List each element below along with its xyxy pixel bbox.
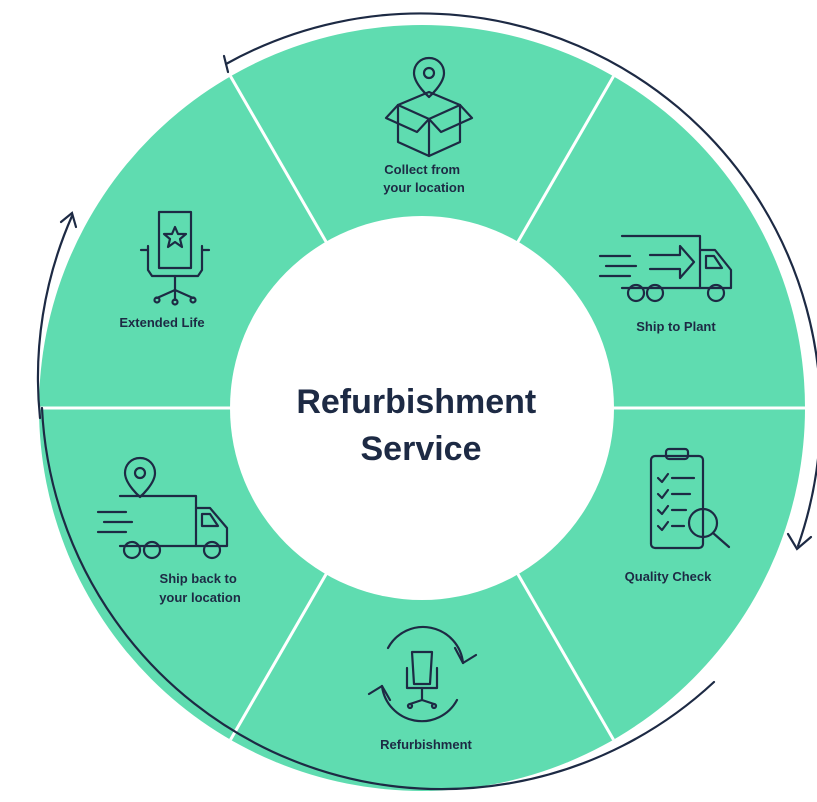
step-quality-check-label: Quality Check <box>625 569 712 584</box>
step-ship-to-plant: Ship to Plant <box>598 234 733 334</box>
svg-text:Extended Life: Extended Life <box>119 315 204 330</box>
step-ship-back-label-1: Ship back to <box>160 571 237 586</box>
refurbish-chair-icon <box>367 625 478 723</box>
center-title-line-2: Service <box>361 430 482 468</box>
step-collect: Collect from your location <box>383 56 474 195</box>
step-collect-label-2: your location <box>383 180 465 195</box>
cycle-arrows <box>36 12 817 791</box>
box-location-icon <box>384 56 474 158</box>
cycle-arrow-bottom <box>40 406 716 791</box>
step-collect-label-1: Collect from <box>384 162 460 177</box>
truck-location-icon <box>96 456 229 560</box>
step-ship-back-label-2: your location <box>159 590 241 605</box>
cycle-arrow-start-tick <box>222 54 230 74</box>
step-ship-to-plant-label: Ship to Plant <box>636 319 716 334</box>
delivery-truck-icon <box>598 234 733 303</box>
step-ship-back: Ship back to your location <box>96 456 241 605</box>
center-disk <box>230 216 614 600</box>
step-extended-life-label: Extended Life <box>119 315 204 330</box>
step-extended-life: Extended Life <box>119 210 211 330</box>
step-quality-check: Quality Check <box>625 447 731 584</box>
step-refurbishment: Refurbishment <box>367 625 478 752</box>
center-title-line-1: Refurbishment <box>296 383 536 421</box>
cycle-arrow-right-head <box>786 532 813 551</box>
svg-text:Quality Check: Quality Check <box>625 569 712 584</box>
svg-text:Collect from your locati: Collect from your location <box>383 162 465 195</box>
cycle-arrow-left-head <box>59 211 78 229</box>
svg-text:Refurbishment: Refurbishment <box>380 737 472 752</box>
cycle-arrow-left <box>36 214 74 420</box>
center-title: Refurbishment Service <box>296 383 545 468</box>
cycle-arrow-right <box>224 12 817 548</box>
svg-text:Ship to Plant: Ship to Plant <box>636 319 716 334</box>
svg-text:Ship back to your locati: Ship back to your location <box>159 571 241 605</box>
checklist-magnifier-icon <box>649 447 731 550</box>
step-refurbishment-label: Refurbishment <box>380 737 472 752</box>
chair-star-icon <box>139 210 211 306</box>
